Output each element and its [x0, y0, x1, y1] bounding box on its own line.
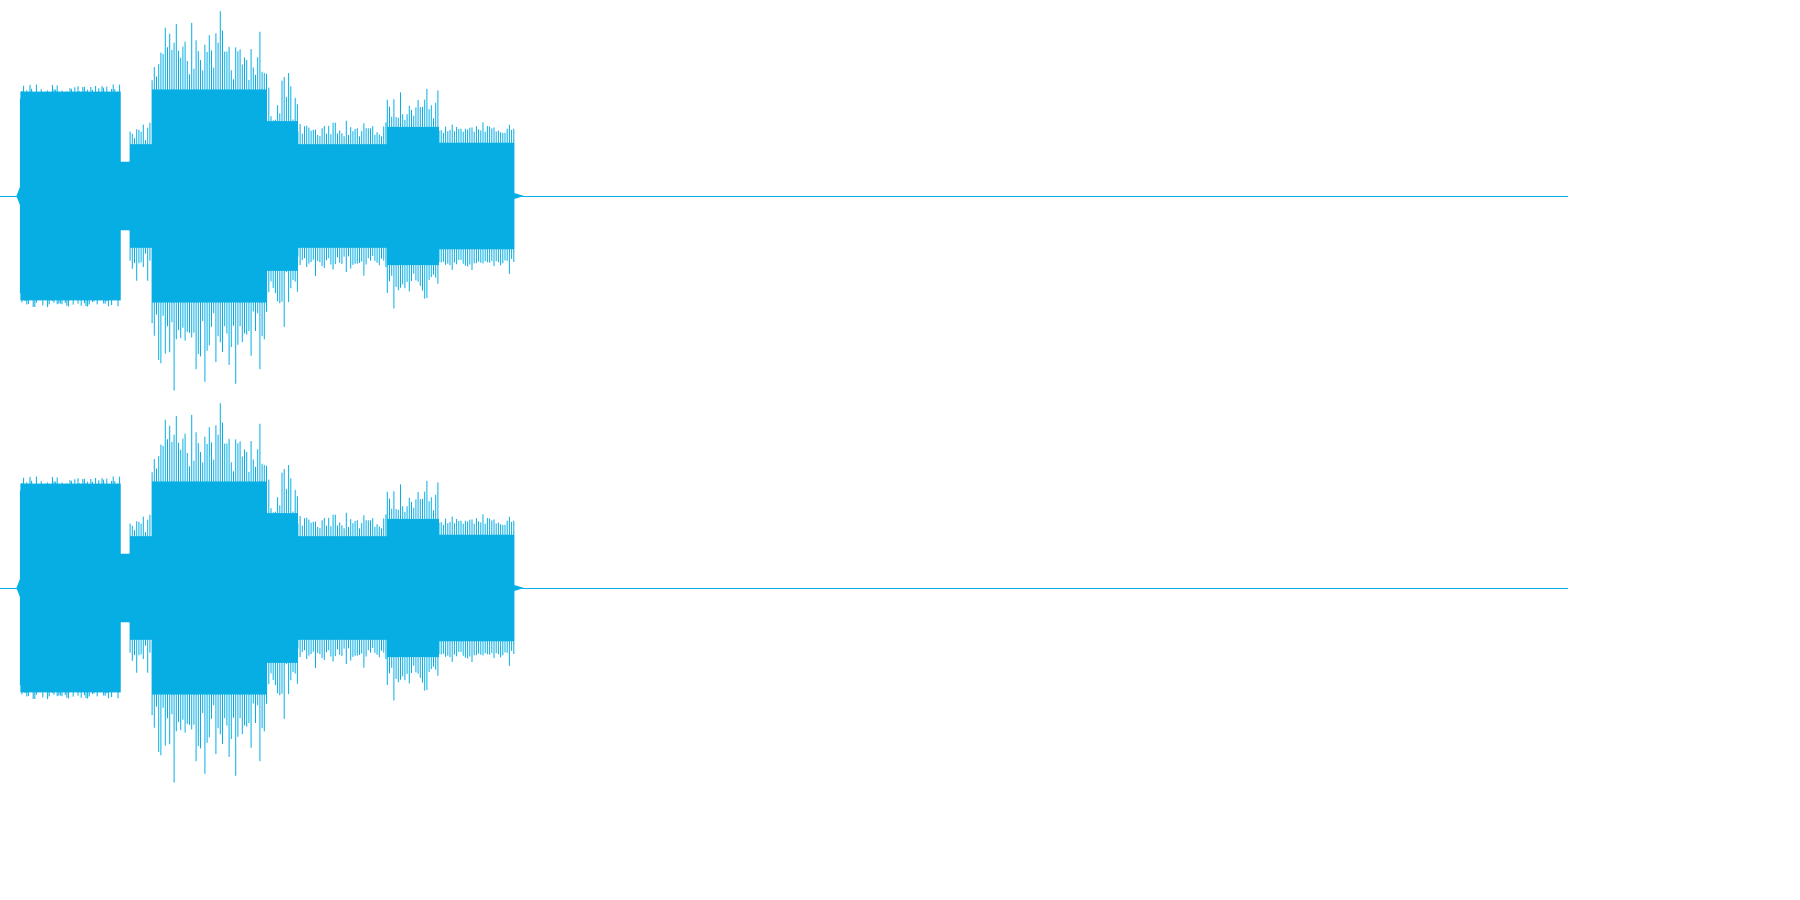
waveform-start-cap — [16, 186, 21, 206]
waveform-start-cap — [16, 578, 21, 598]
waveform-end-cap — [514, 585, 525, 591]
right-channel-svg — [0, 403, 1568, 783]
waveform-end-cap — [514, 193, 525, 199]
right-channel-waveform[interactable] — [0, 392, 1568, 784]
waveform-view[interactable] — [0, 0, 1568, 784]
left-channel-svg — [0, 11, 1568, 391]
left-channel-waveform[interactable] — [0, 0, 1568, 392]
